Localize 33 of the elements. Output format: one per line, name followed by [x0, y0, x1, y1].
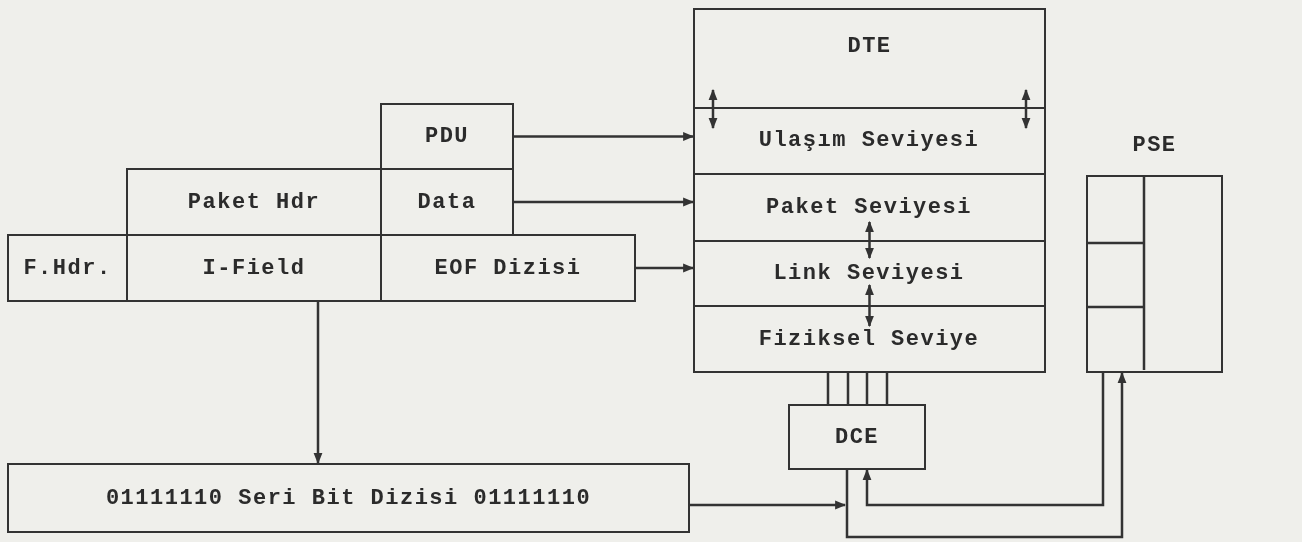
box-label: PSE — [1131, 133, 1178, 158]
double-arrow — [708, 88, 718, 130]
box-label: I-Field — [202, 255, 306, 281]
field-box — [7, 463, 690, 533]
field-box — [126, 168, 382, 236]
box-label: Fiziksel Seviye — [758, 327, 980, 352]
arrow — [636, 263, 695, 273]
box-label: Paket Hdr — [187, 189, 321, 215]
box-label: 01111110 Seri Bit Dizisi 01111110 — [105, 485, 592, 511]
box-label: Link Seviyesi — [773, 260, 965, 286]
field-box — [380, 103, 514, 170]
arrow — [690, 500, 847, 510]
box-label: PDU — [424, 124, 470, 149]
double-arrow — [865, 220, 874, 260]
box-label: Data — [417, 189, 477, 215]
arrow — [862, 373, 1105, 507]
arrow — [313, 302, 323, 465]
arrow — [514, 132, 695, 141]
field-box — [788, 404, 926, 470]
box-label: Paket Seviyesi — [766, 194, 972, 220]
arrow — [845, 371, 1127, 539]
connector-lines — [826, 371, 889, 406]
box-label: DTE — [846, 34, 893, 59]
box-label: DCE — [834, 424, 880, 450]
box-label: EOF Dizisi — [434, 255, 582, 281]
double-arrow — [865, 283, 874, 328]
box-label: F.Hdr. — [23, 255, 112, 281]
station-box — [693, 8, 1046, 373]
double-arrow — [1021, 88, 1031, 130]
arrow — [514, 197, 695, 207]
field-box — [380, 234, 636, 302]
field-box — [7, 234, 128, 302]
box-label: Ulaşım Seviyesi — [758, 128, 980, 153]
